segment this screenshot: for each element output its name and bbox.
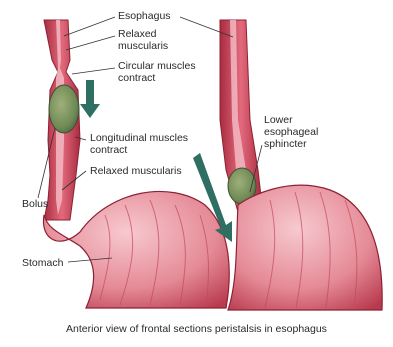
- label-lower-esophageal-sphincter: Lower esophageal sphincter: [264, 114, 318, 150]
- peristalsis-arrow-down-icon: [80, 80, 100, 118]
- label-bolus: Bolus: [22, 198, 48, 210]
- stomach-right: [228, 185, 382, 310]
- figure-caption: Anterior view of frontal sections perist…: [0, 323, 393, 335]
- bolus-left: [49, 85, 79, 133]
- label-longitudinal-muscles-contract: Longitudinal muscles contract: [90, 132, 188, 156]
- label-circular-muscles-contract: Circular muscles contract: [118, 60, 196, 84]
- label-relaxed-muscularis-bottom: Relaxed muscularis: [90, 165, 182, 177]
- label-stomach: Stomach: [22, 257, 63, 269]
- label-esophagus: Esophagus: [118, 10, 171, 22]
- label-relaxed-muscularis-top: Relaxed muscularis: [118, 28, 168, 52]
